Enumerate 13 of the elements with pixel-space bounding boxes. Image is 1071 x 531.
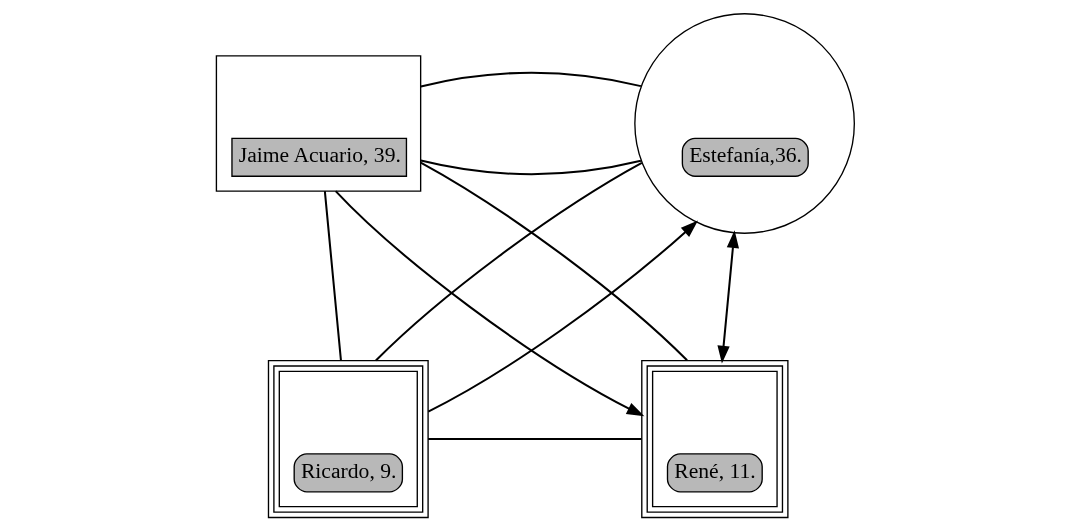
connector — [420, 159, 642, 176]
connector — [428, 438, 642, 441]
node-box: Ricardo, 9. — [267, 359, 429, 519]
arrow — [334, 190, 645, 417]
connector — [375, 162, 643, 362]
connector — [420, 161, 688, 362]
node-box: Jaime Acuario, 39. — [215, 55, 422, 192]
connector — [420, 71, 642, 88]
arrow — [717, 230, 740, 364]
node-circle: Estefanía,36. — [634, 13, 855, 234]
node-box: René, 11. — [641, 359, 789, 519]
connector — [323, 191, 342, 361]
arrow — [427, 220, 698, 413]
